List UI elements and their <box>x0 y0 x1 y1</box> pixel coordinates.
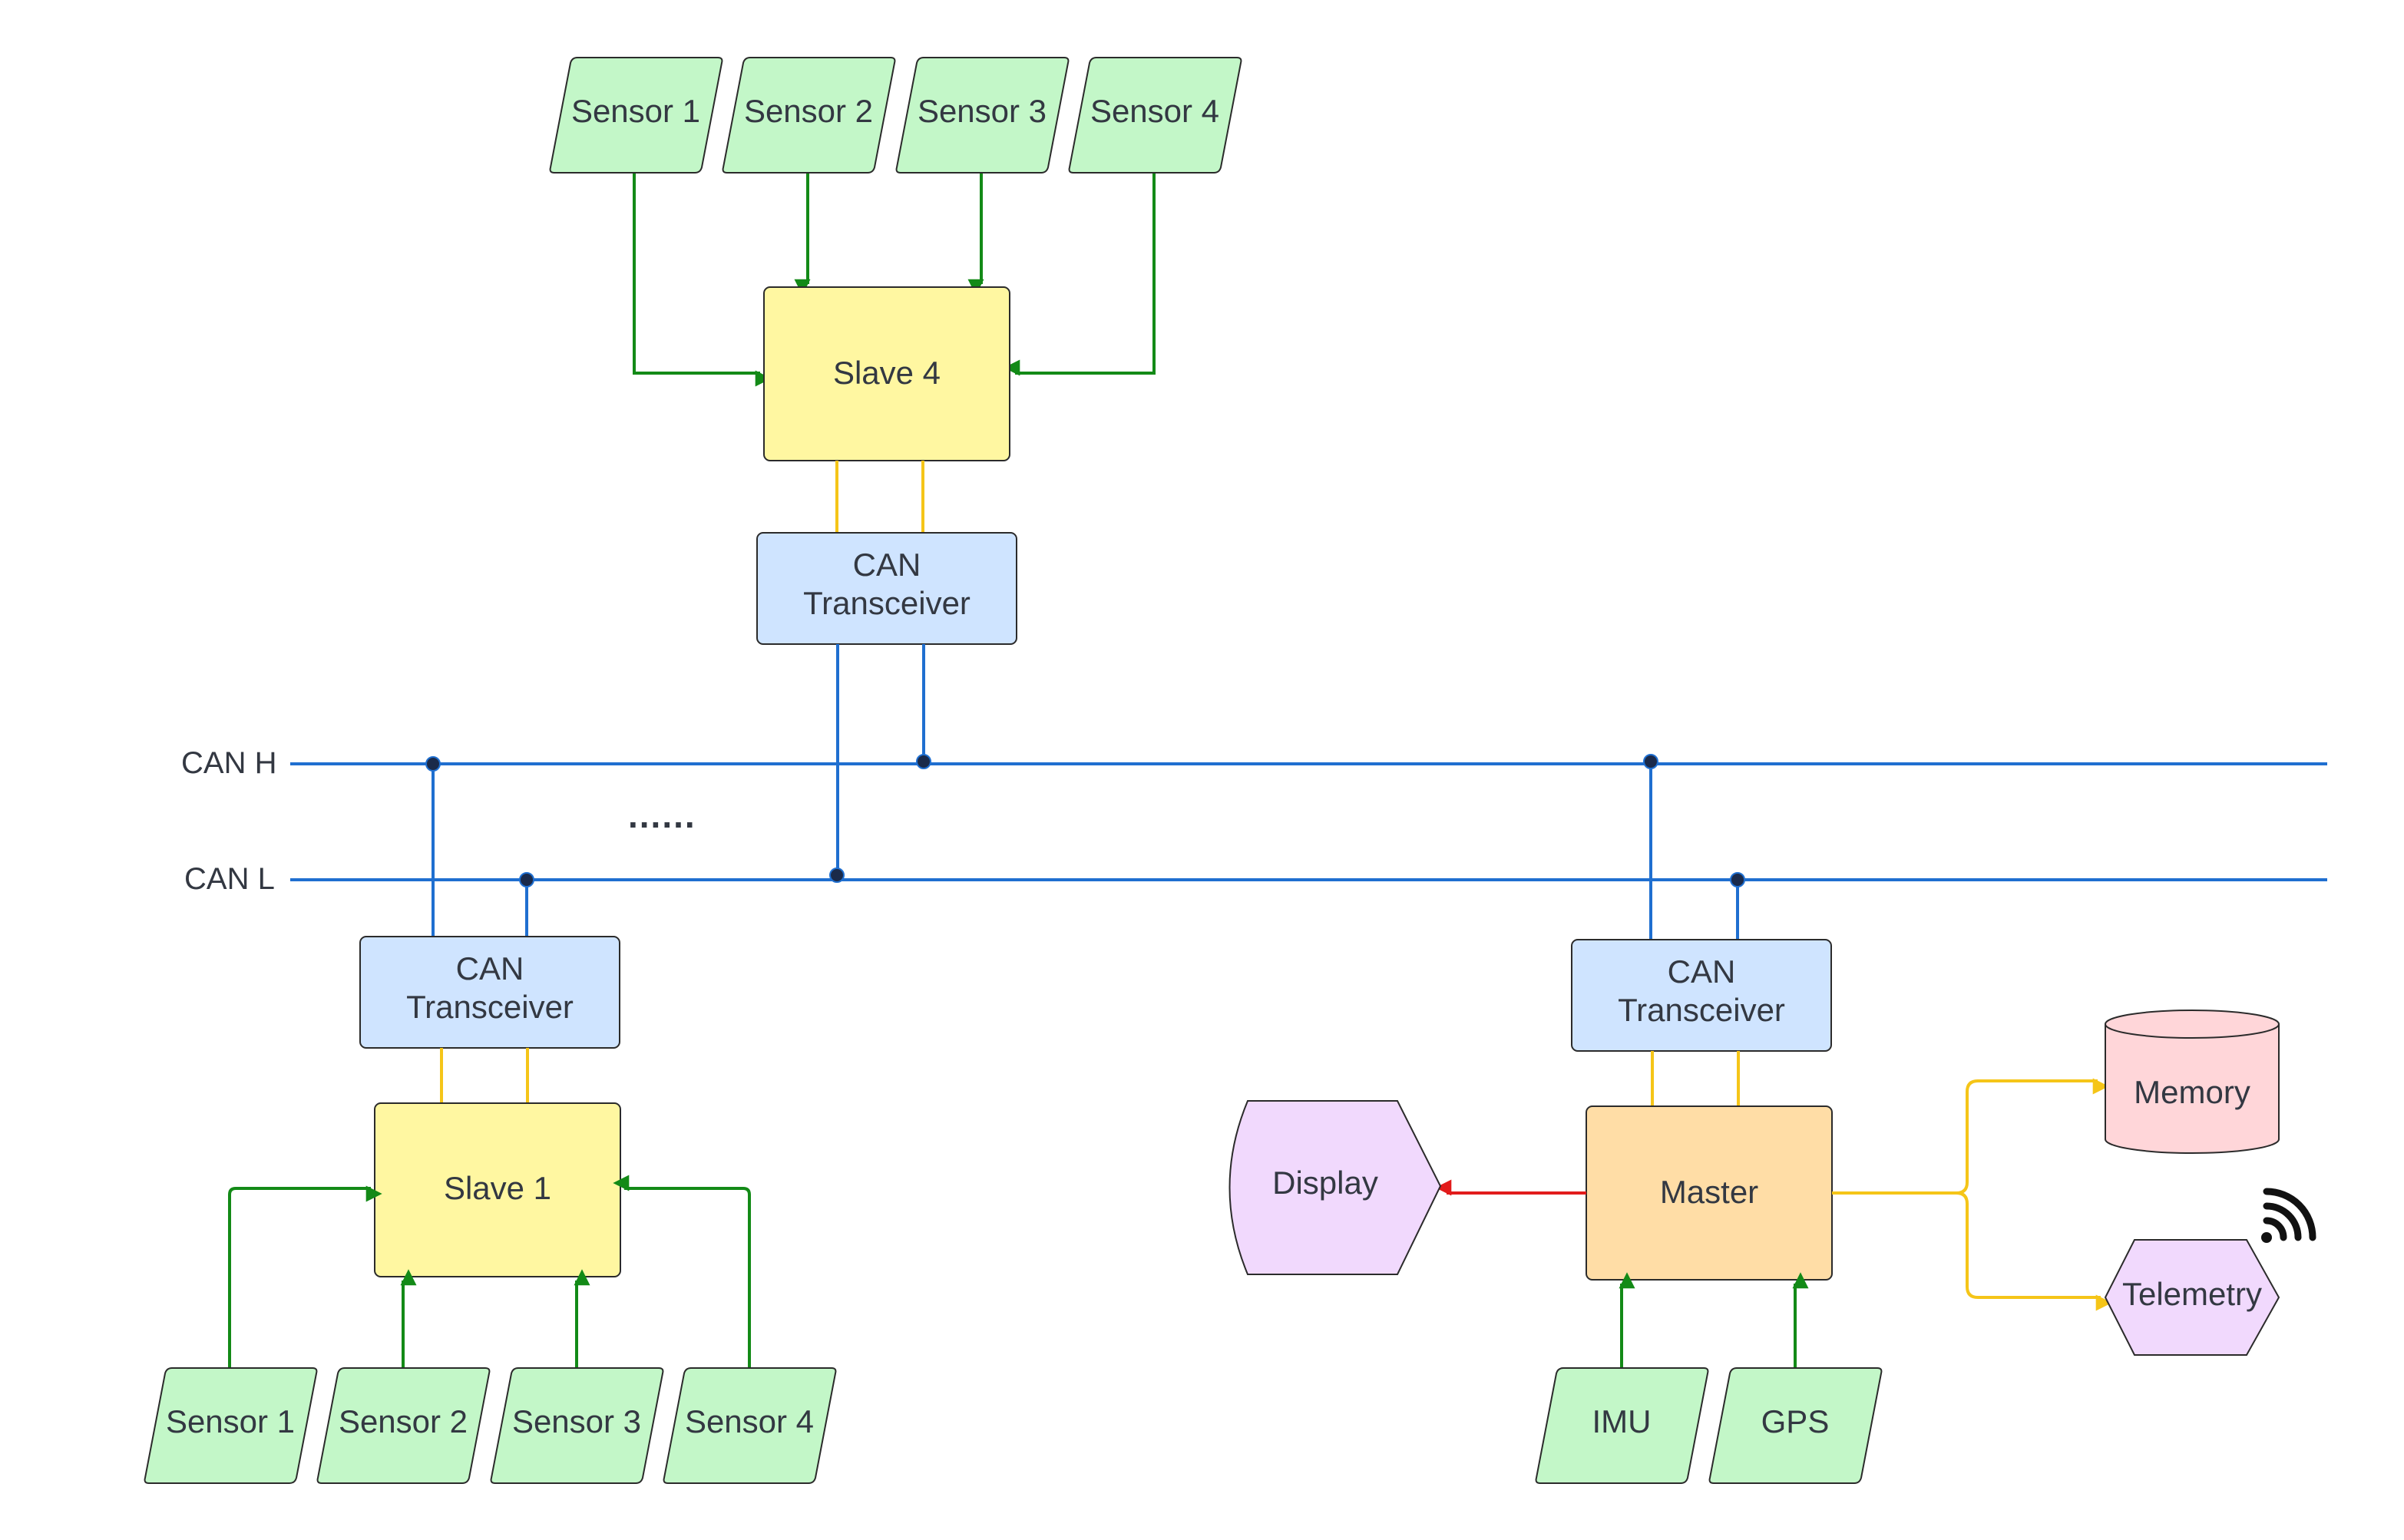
memory-node: Memory <box>2105 1010 2280 1154</box>
master-node: Master <box>1586 1105 1833 1281</box>
transceiver-label-line2: Transceiver <box>1618 992 1785 1028</box>
sensor-label: Sensor 2 <box>744 93 873 129</box>
slave1-node: Slave 1 <box>374 1102 621 1277</box>
telemetry-node: Telemetry <box>2104 1239 2280 1356</box>
master-label: Master <box>1660 1174 1758 1210</box>
bus-junction <box>519 872 534 887</box>
sensor-arrow <box>613 1175 751 1368</box>
transceiver-label-line2: Transceiver <box>406 989 574 1025</box>
bus-junction <box>829 867 845 883</box>
bus-junction <box>916 754 931 769</box>
sensor-label: Sensor 3 <box>918 93 1047 129</box>
transceiver-label-line2: Transceiver <box>803 585 971 621</box>
can-l-label: CAN L <box>184 862 275 896</box>
transceiver-label-line1: CAN <box>456 950 524 986</box>
transceiver-label-line1: CAN <box>853 547 921 583</box>
telemetry-label: Telemetry <box>2122 1276 2262 1312</box>
memory-label: Memory <box>2134 1074 2250 1110</box>
slave4-label: Slave 4 <box>833 355 941 391</box>
display-node: Display <box>1228 1100 1442 1275</box>
imu-node: IMU <box>1535 1367 1709 1484</box>
slave4-cluster: Sensor 1 Sensor 2 Sensor 3 Sensor 4 Slav… <box>549 57 1242 883</box>
can-transceiver-node: CAN Transceiver <box>359 936 620 1049</box>
sensor-arrow <box>228 1185 382 1368</box>
slave1-label: Slave 1 <box>444 1170 551 1206</box>
sensor-label: Sensor 1 <box>166 1403 295 1439</box>
gps-node: GPS <box>1708 1367 1883 1484</box>
sensor-node: Sensor 4 <box>663 1367 837 1484</box>
imu-label: IMU <box>1592 1403 1652 1439</box>
sensor-label: Sensor 4 <box>685 1403 814 1439</box>
sensor-label: Sensor 4 <box>1090 93 1219 129</box>
can-h-label: CAN H <box>181 746 276 780</box>
sensor-arrow <box>1004 173 1156 376</box>
memory-arrow <box>1832 1078 2109 1195</box>
slave4-node: Slave 4 <box>763 286 1010 461</box>
transceiver-label-line1: CAN <box>1668 953 1736 990</box>
sensor-label: Sensor 1 <box>571 93 700 129</box>
telemetry-arrow <box>1956 1191 2112 1311</box>
sensor-node: Sensor 2 <box>722 57 896 173</box>
bus-junction <box>1730 872 1745 887</box>
sensor-node: Sensor 3 <box>895 57 1070 173</box>
master-cluster: CAN Transceiver Master Display Memory <box>1228 754 2316 1484</box>
sensor-arrow <box>633 173 772 387</box>
sensor-node: Sensor 1 <box>144 1367 318 1484</box>
sensor-node: Sensor 2 <box>316 1367 491 1484</box>
bus-junction <box>425 756 441 772</box>
sensor-node: Sensor 4 <box>1068 57 1242 173</box>
can-transceiver-node: CAN Transceiver <box>1571 939 1832 1052</box>
wireless-signal-icon <box>2261 1188 2316 1243</box>
bus-junction <box>1643 754 1658 769</box>
sensor-node: Sensor 1 <box>549 57 723 173</box>
can-transceiver-node: CAN Transceiver <box>756 532 1017 645</box>
bus-ellipsis: ...... <box>628 795 696 835</box>
slave1-cluster: CAN Transceiver Slave 1 Sensor 1 Sensor … <box>144 756 837 1484</box>
sensor-label: Sensor 3 <box>512 1403 641 1439</box>
sensor-node: Sensor 3 <box>490 1367 664 1484</box>
display-label: Display <box>1272 1165 1378 1201</box>
sensor-label: Sensor 2 <box>339 1403 468 1439</box>
gps-label: GPS <box>1761 1403 1830 1439</box>
can-bus: CAN H CAN L ...... <box>181 746 2327 896</box>
